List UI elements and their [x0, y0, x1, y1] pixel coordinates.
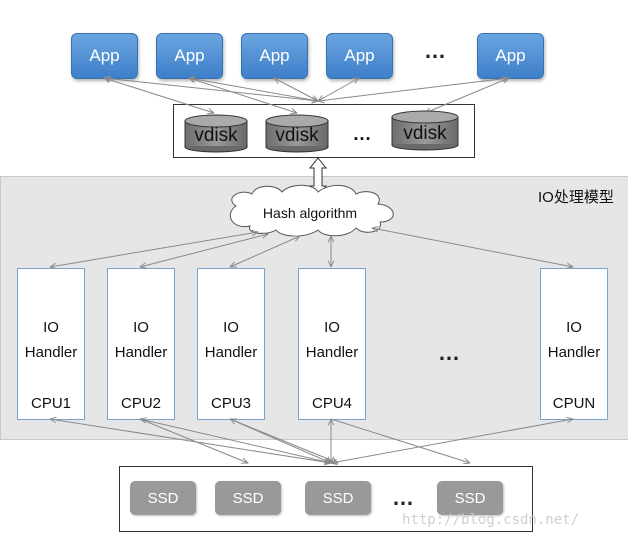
handler-io-label: IO — [133, 319, 149, 336]
app-node-1: App — [71, 33, 138, 79]
ssd-node-4: SSD — [437, 481, 503, 515]
io-handler-4: IO Handler CPU4 — [298, 268, 366, 420]
hash-label: Hash algorithm — [263, 205, 357, 221]
vdisk-cylinder-2 — [265, 114, 329, 153]
watermark: http://blog.csdn.net/ — [402, 512, 580, 528]
handler-cpu-label: CPU1 — [30, 395, 71, 412]
vdisk-label-2: vdisk — [275, 125, 319, 146]
region-title: IO处理模型 — [538, 189, 614, 206]
handler-name-label: Handler — [547, 344, 601, 361]
vdisk-label-3: vdisk — [403, 123, 447, 144]
ssd-node-2: SSD — [215, 481, 281, 515]
ssd-ellipsis: … — [392, 485, 416, 510]
handler-ssd-arrows — [50, 419, 573, 463]
handler-io-label: IO — [566, 319, 582, 336]
hash-handler-arrows — [50, 228, 573, 267]
io-handler-1: IO Handler CPU1 — [17, 268, 85, 420]
app-vdisk-arrows — [104, 78, 509, 113]
handler-name-label: Handler — [114, 344, 168, 361]
handler-cpu-label: CPU3 — [210, 395, 251, 412]
handler-name-label: Handler — [24, 344, 78, 361]
handler-ellipsis: … — [438, 340, 462, 365]
app-node-2: App — [156, 33, 223, 79]
handler-cpu-label: CPUN — [552, 395, 596, 412]
ssd-node-1: SSD — [130, 481, 196, 515]
app-node-5: App — [477, 33, 544, 79]
io-handler-5: IO Handler CPUN — [540, 268, 608, 420]
io-handler-3: IO Handler CPU3 — [197, 268, 265, 420]
vdisk-label-1: vdisk — [194, 125, 238, 146]
vdisk-cylinder-3 — [391, 110, 459, 151]
app-ellipsis: … — [424, 38, 448, 63]
io-handler-2: IO Handler CPU2 — [107, 268, 175, 420]
handler-name-label: Handler — [305, 344, 359, 361]
handler-name-label: Handler — [204, 344, 258, 361]
handler-cpu-label: CPU2 — [120, 395, 161, 412]
handler-io-label: IO — [324, 319, 340, 336]
vdisk-ellipsis: … — [353, 124, 372, 145]
vdisk-cylinder-1 — [184, 114, 248, 153]
ssd-node-3: SSD — [305, 481, 371, 515]
hash-cloud — [229, 184, 394, 237]
handler-cpu-label: CPU4 — [311, 395, 352, 412]
handler-io-label: IO — [43, 319, 59, 336]
app-node-4: App — [326, 33, 393, 79]
handler-io-label: IO — [223, 319, 239, 336]
